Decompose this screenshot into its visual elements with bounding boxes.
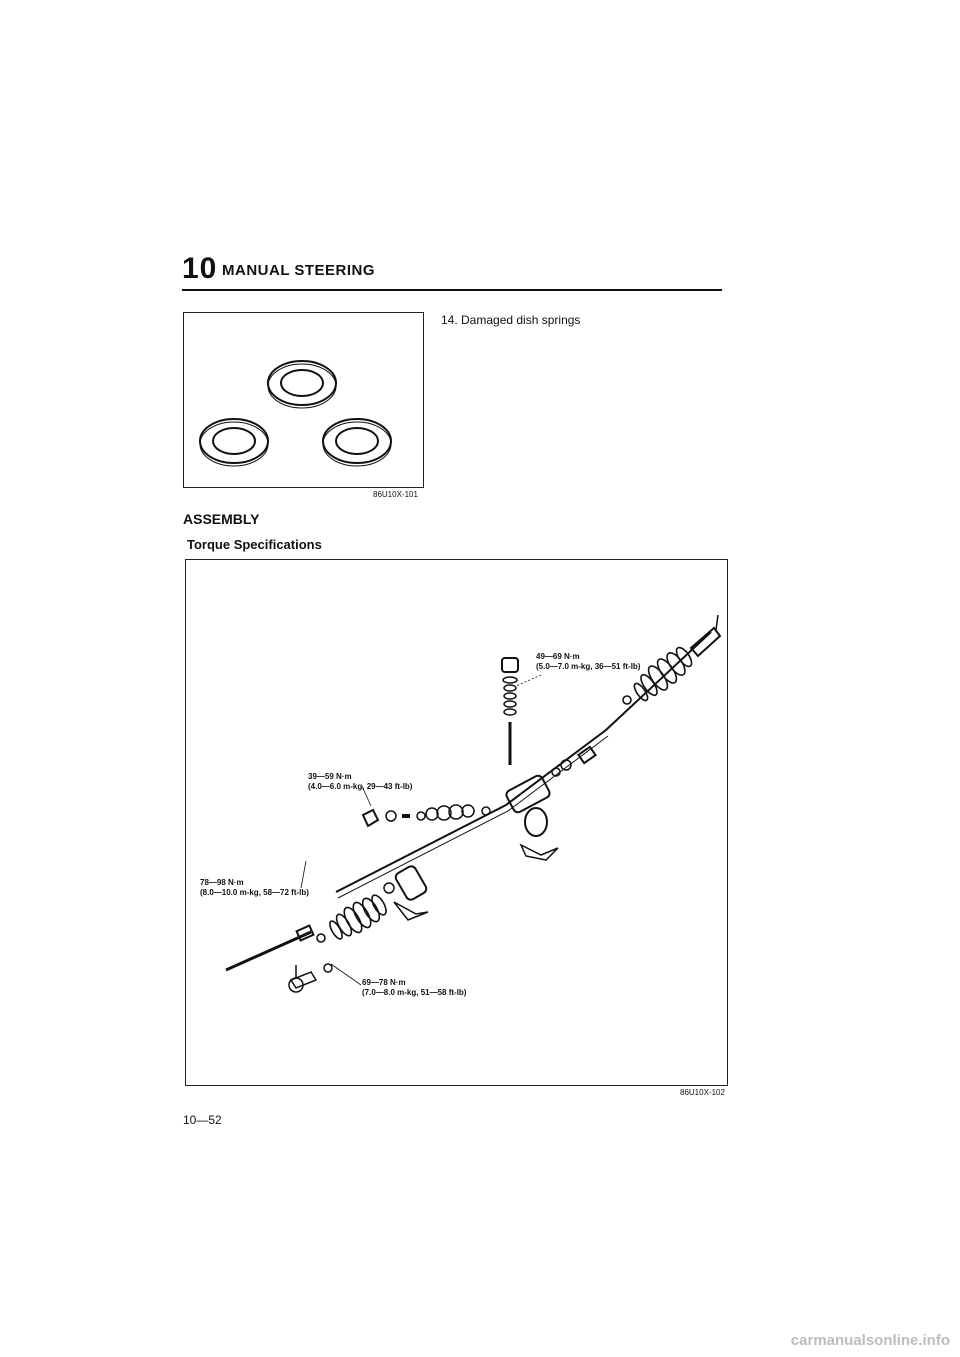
torque-label-pinion: 49—69 N·m (5.0—7.0 m-kg, 36—51 ft-lb) (536, 652, 641, 671)
dish-springs-figure (183, 312, 424, 488)
section-title: ASSEMBLY (183, 511, 260, 527)
torque-label-tie-rod-end: 69—78 N·m (7.0—8.0 m-kg, 51—58 ft-lb) (362, 978, 467, 997)
chapter-title: MANUAL STEERING (222, 262, 376, 279)
steering-rack-exploded-view (225, 614, 722, 993)
header-rule (182, 289, 722, 291)
page-number: 10—52 (183, 1113, 222, 1127)
dish-spring-left (199, 418, 269, 467)
dish-springs-illustration (199, 360, 392, 467)
section-subtitle: Torque Specifications (187, 537, 322, 552)
steering-rack-figure: 49—69 N·m (5.0—7.0 m-kg, 36—51 ft-lb) 39… (185, 559, 728, 1086)
torque-label-locknut: 39—59 N·m (4.0—6.0 m-kg, 29—43 ft-lb) (308, 772, 413, 791)
watermark: carmanualsonline.info (790, 1332, 950, 1349)
chapter-number: 10 (182, 252, 218, 285)
figure-code: 86U10X-102 (680, 1088, 725, 1097)
torque-label-tie-rod: 78—98 N·m (8.0—10.0 m-kg, 58—72 ft-lb) (200, 878, 309, 897)
step-text: 14. Damaged dish springs (441, 313, 581, 327)
dish-spring-top (267, 360, 337, 409)
dish-spring-right (322, 418, 392, 467)
figure-code: 86U10X-101 (373, 490, 418, 499)
